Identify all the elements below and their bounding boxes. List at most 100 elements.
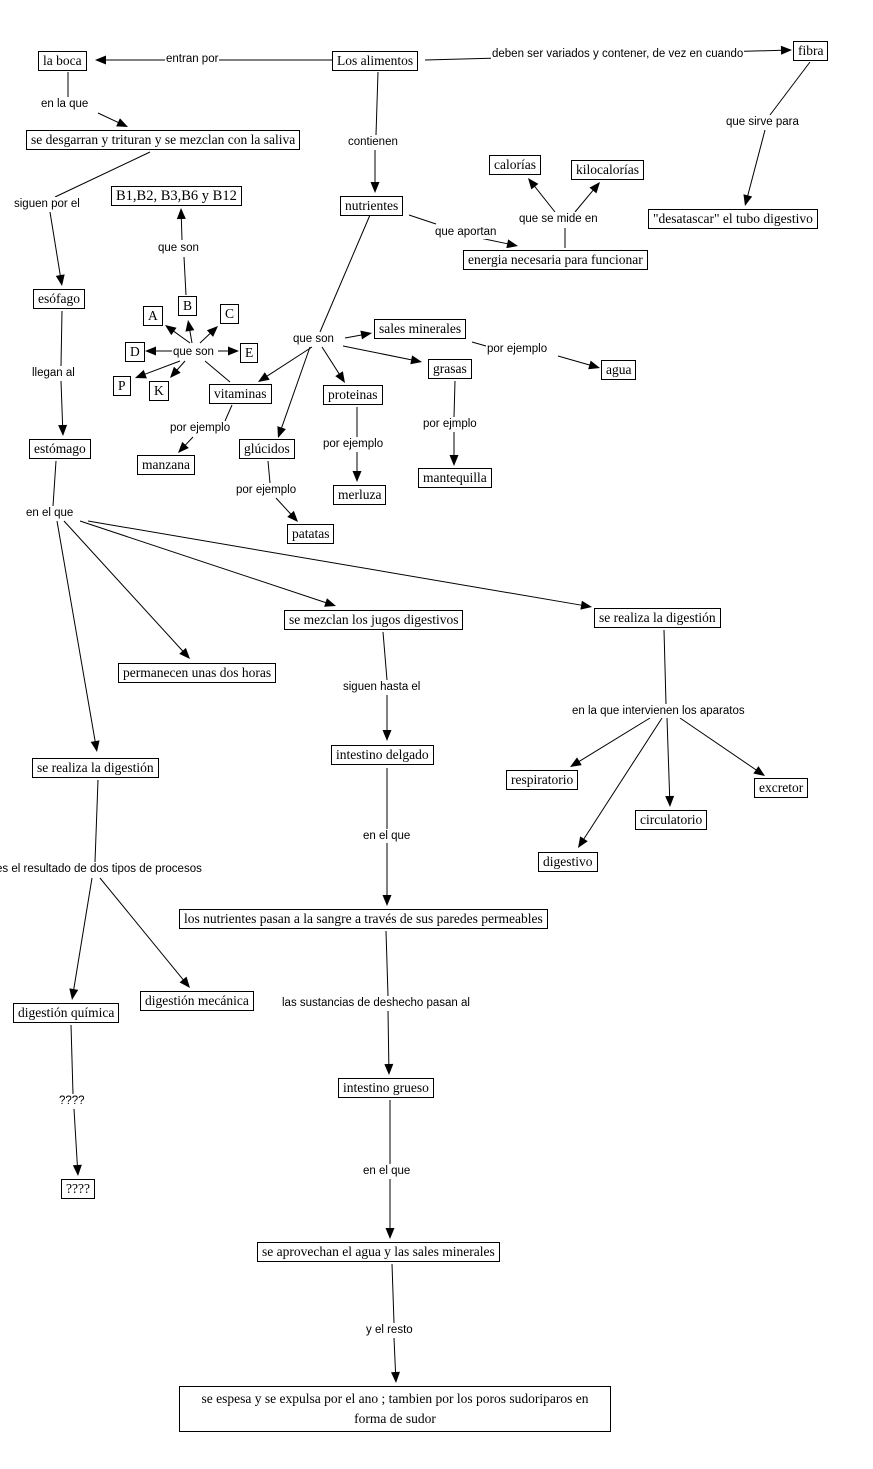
arrowhead [580,600,592,610]
arrowhead [179,647,190,659]
arrowhead [335,371,345,383]
node-sales-minerales[interactable]: sales minerales [374,319,467,339]
connector-line [73,877,93,991]
node-digestion-quimica[interactable]: digestión química [13,1003,120,1023]
connector-line [387,1010,390,1066]
node-desatascar[interactable]: "desatascar" el tubo digestivo [648,209,818,229]
connector-line [63,520,184,652]
node-proteinas[interactable]: proteinas [323,385,383,405]
node-calorias[interactable]: calorías [489,155,541,175]
node-vitamina-b[interactable]: B [178,296,198,316]
node-intestino-delgado[interactable]: intestino delgado [331,745,434,765]
node-jugos-digestivos[interactable]: se mezclan los jugos digestivos [284,610,464,630]
connector-line [54,151,151,198]
node-vitamina-c[interactable]: C [220,304,240,324]
arrowhead [58,424,68,436]
node-b-list[interactable]: B1,B2, B3,B6 y B12 [111,186,242,206]
arrowhead [665,795,675,807]
node-vitamina-e[interactable]: E [240,343,259,363]
connector-line [267,460,271,484]
link-que-son-nutrientes: que son [292,332,335,346]
node-vitamina-a[interactable]: A [143,306,163,326]
node-digestion-right[interactable]: se realiza la digestión [594,608,721,628]
link-entran-por: entran por [165,52,220,66]
arrowhead [370,182,380,193]
arrowhead [55,274,65,286]
node-vitamina-d[interactable]: D [125,342,145,362]
node-digestivo[interactable]: digestivo [538,852,598,872]
node-kilocalorias[interactable]: kilocalorías [571,160,644,180]
node-vitaminas[interactable]: vitaminas [209,384,272,404]
arrowhead [178,441,189,453]
connector-line [391,1263,395,1324]
node-estomago[interactable]: estómago [29,439,91,459]
arrowhead [743,194,753,206]
link-en-el-que-grueso: en el que [362,1164,412,1178]
connector-line [199,332,212,344]
connector-line [144,360,181,375]
node-merluza[interactable]: merluza [333,485,387,505]
node-vitamina-p[interactable]: P [113,376,131,396]
node-excretor[interactable]: excretor [754,778,809,798]
arrowhead [277,426,286,438]
node-dos-horas[interactable]: permanecen unas dos horas [118,663,277,683]
node-circulatorio[interactable]: circulatorio [635,810,708,830]
node-glucidos[interactable]: glúcidos [239,439,295,459]
link-por-ejemplo-sales: por ejemplo [486,342,549,356]
connector-line [557,355,591,366]
connector-line [97,112,120,124]
node-aprovechan[interactable]: se aprovechan el agua y las sales minera… [257,1242,500,1262]
node-respiratorio[interactable]: respiratorio [506,770,579,790]
connector-line [453,380,456,418]
arrowhead [72,1164,82,1176]
connector-line [342,345,413,361]
connector-line [99,877,185,981]
link-y-el-resto: y el resto [365,1323,414,1337]
node-mantequilla[interactable]: mantequilla [418,468,492,488]
connector-line [94,779,99,863]
link-llegan-al: llegan al [31,366,76,380]
arrowhead [753,766,765,776]
connector-line [172,330,191,344]
node-patatas[interactable]: patatas [287,524,335,544]
link-intervienen-aparatos: en la que intervienen los aparatos [571,704,746,718]
connector-line [769,61,811,116]
node-energia[interactable]: energia necesaria para funcionar [463,250,648,270]
node-nutrientes-sangre[interactable]: los nutrientes pasan a la sangre a travé… [179,909,548,929]
connector-line [183,256,187,296]
arrowhead [116,118,128,127]
arrowhead [382,895,392,906]
link-question-marks: ???? [58,1094,86,1108]
node-vitamina-k[interactable]: K [149,381,169,401]
node-se-desgarran[interactable]: se desgarran y trituran y se mezclan con… [26,130,301,150]
arrowhead [449,455,459,466]
connector-line [52,460,57,507]
connector-line [275,497,292,515]
node-manzana[interactable]: manzana [137,455,195,475]
connector-line [533,185,556,213]
node-esofago[interactable]: esófago [33,289,85,309]
node-la-boca[interactable]: la boca [38,51,87,71]
connector-line [180,217,183,241]
arrowhead [382,730,392,741]
node-los-alimentos[interactable]: Los alimentos [332,51,419,71]
node-digestion-left[interactable]: se realiza la digestión [32,758,159,778]
connector-line [666,717,671,798]
node-fibra[interactable]: fibra [793,41,829,61]
arrowhead [165,325,177,336]
arrowhead [287,510,298,522]
arrowhead [135,369,147,379]
node-grasas[interactable]: grasas [428,359,472,379]
link-que-se-mide-en: que se mide en [518,212,599,226]
connector-line [60,380,64,427]
node-question-marks[interactable]: ???? [61,1179,95,1199]
node-digestion-mecanica[interactable]: digestión mecánica [140,991,254,1011]
node-se-espesa-expulsa[interactable]: se espesa y se expulsa por el ano ; tamb… [179,1386,611,1432]
connector-line [408,214,437,225]
link-en-la-que: en la que [40,97,90,111]
node-intestino-grueso[interactable]: intestino grueso [338,1078,434,1098]
arrowhead [578,836,588,848]
node-nutrientes[interactable]: nutrientes [340,196,404,216]
node-agua[interactable]: agua [601,360,637,380]
